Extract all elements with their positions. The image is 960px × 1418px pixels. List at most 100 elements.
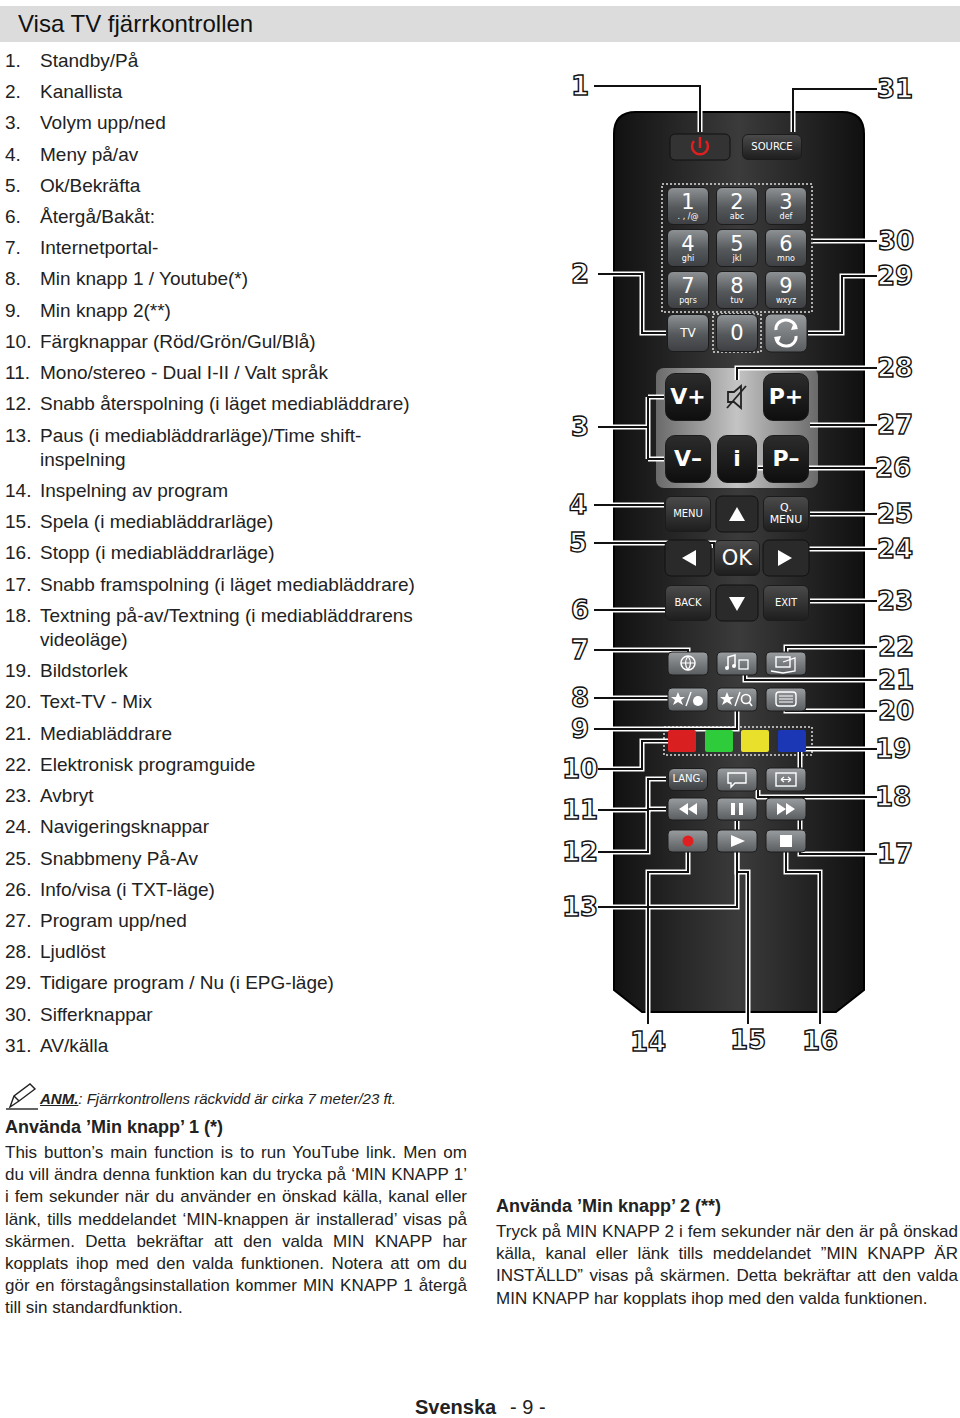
list-text: Volym upp/ned [40,111,166,135]
callout-number: 12 [562,838,598,866]
section-heading: Använda ’Min knapp’ 2 (**) [496,1195,721,1217]
button-label: OK [722,547,752,569]
button-label: SOURCE [751,142,792,153]
remote-button: MENU [665,496,711,532]
remote-button: 9wxyz [765,271,807,309]
callout-number: 19 [875,735,911,763]
list-text: Snabb framspolning (i läget mediabläddra… [40,573,415,597]
remote-button: 5jkl [716,229,758,267]
page-number: - 9 - [510,1395,546,1418]
list-number: 29. [5,971,31,995]
callout-number: 24 [877,535,913,563]
remote-button: LANG. [668,768,708,791]
button-label: 3 [779,191,792,213]
dotted-frame [662,184,812,312]
list-number: 30. [5,1003,31,1027]
list-number: 8. [5,267,21,291]
dotted-frame [713,314,761,352]
button-label: 2 [730,191,743,213]
list-text: Inspelning av program [40,479,228,503]
remote-button: P– [763,435,809,483]
list-number: 14. [5,479,31,503]
remote-button: 7pqrs [667,271,709,309]
button-label: 6 [779,233,792,255]
remote-button: P+ [763,373,809,421]
leader-line [594,86,877,1024]
list-text: Info/visa (i TXT-läge) [40,878,215,902]
button-label: MENU [673,509,703,520]
list-number: 10. [5,330,31,354]
button-label: Q. MENU [768,502,804,525]
callout-number: 20 [878,697,914,725]
list-number: 4. [5,143,21,167]
list-text: Textning på-av/Textning (i mediabläddrar… [40,604,445,652]
callout-number: 2 [571,260,589,288]
callout-number: 1 [571,72,589,100]
list-number: 11. [5,361,30,385]
callout-number: 17 [877,840,913,868]
button-label: . , /@ [678,213,699,221]
callout-number: 9 [571,715,589,743]
list-text: Standby/På [40,49,138,73]
remote-button: i [717,435,757,483]
callout-number: 11 [562,796,598,824]
list-text: Program upp/ned [40,909,187,933]
icon-buttons [665,134,809,852]
button-label: mno [777,255,795,263]
callout-number: 6 [571,596,589,624]
list-text: Avbryt [40,784,94,808]
remote-button: TV [667,314,709,352]
list-text: Bildstorlek [40,659,128,683]
remote-button: 4ghi [667,229,709,267]
leader-halo [594,86,877,1024]
list-number: 18. [5,604,31,628]
list-text: Snabbmeny På-Av [40,847,198,871]
button-label: def [780,213,793,221]
list-text: Stopp (i mediabläddrarläge) [40,541,274,565]
button-label: ghi [682,255,694,263]
callout-number: 18 [875,783,911,811]
list-number: 31. [5,1034,31,1058]
list-text: Navigeringsknappar [40,815,209,839]
callout-number: 30 [878,227,914,255]
callout-number: 7 [571,636,589,664]
callout-number: 15 [730,1026,766,1054]
callout-number: 4 [569,491,587,519]
list-number: 9. [5,299,21,323]
callout-number: 26 [875,454,911,482]
button-label: BACK [674,598,701,609]
page-title: Visa TV fjärrkontrollen [0,6,960,42]
list-text: Text-TV - Mix [40,690,152,714]
list-number: 20. [5,690,31,714]
list-text: Elektronisk programguide [40,753,255,777]
list-number: 27. [5,909,31,933]
list-text: Mediabläddrare [40,722,172,746]
callout-number: 21 [878,666,914,694]
callout-number: 27 [877,411,913,439]
list-number: 17. [5,573,31,597]
list-number: 13. [5,424,31,448]
list-number: 19. [5,659,31,683]
list-number: 24. [5,815,31,839]
button-label: 8 [730,275,743,297]
callout-number: 10 [562,755,598,783]
list-text: Meny på/av [40,143,138,167]
list-text: Min knapp 2(**) [40,299,171,323]
list-text: AV/källa [40,1034,108,1058]
button-label: 0 [730,322,743,344]
footer-language: Svenska [415,1395,496,1418]
button-label: TV [680,327,696,340]
remote-button: V– [665,435,711,483]
callout-number: 29 [877,262,913,290]
button-label: jkl [732,255,741,263]
list-text: Färgknappar (Röd/Grön/Gul/Blå) [40,330,316,354]
callout-number: 28 [877,354,913,382]
button-label: EXIT [775,598,797,609]
list-number: 26. [5,878,31,902]
remote-button: SOURCE [742,134,802,160]
button-label: 7 [681,275,694,297]
list-text: Internetportal- [40,236,158,260]
remote-button: EXIT [763,585,809,621]
button-label: abc [730,213,744,221]
